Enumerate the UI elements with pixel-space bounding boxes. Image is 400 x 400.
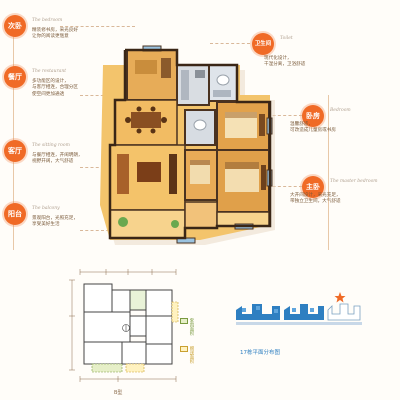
callout-master-badge: 主卧	[302, 176, 324, 198]
legend-swatch-green	[180, 318, 188, 324]
callout-bedroom2-leader	[60, 26, 135, 27]
callout-bedroom2-text: 精装修书房，采光良好 让你的阅读更惬意	[32, 28, 78, 40]
callout-restaurant-text: 多功能区的设计， 与客厅相连，合理分区 使空间更加通透	[32, 79, 78, 97]
plan-legend: 套内面积 赠送面积	[180, 318, 194, 374]
callout-toilet-badge: 卫生间	[252, 33, 274, 55]
legend-swatch-yellow	[180, 346, 188, 352]
callout-restaurant-badge: 餐厅	[4, 66, 26, 88]
callout-bedroom-leader	[262, 115, 302, 116]
callout-toilet-leader	[210, 43, 250, 44]
building-location-map	[236, 292, 362, 325]
callout-restaurant-en: The restaurant	[32, 69, 67, 74]
callout-bedroom-text: 温馨舒适， 可改造成儿童房或书房	[290, 122, 336, 134]
b-type-label: B型	[114, 390, 123, 396]
b-type-plan	[69, 269, 179, 382]
callout-living-badge: 客厅	[4, 140, 26, 162]
callout-master-leader	[262, 186, 302, 187]
callout-balcony-text: 景观阳台，光照充足， 享受美好生活	[32, 216, 78, 228]
callout-bedroom-badge: 卧房	[302, 105, 324, 127]
callout-living-en: The sitting room	[32, 143, 70, 148]
callout-balcony-en: The balcony	[32, 206, 60, 211]
callout-bedroom2-en: The bedroom	[32, 18, 63, 23]
legend-label-inside: 套内面积	[189, 318, 194, 336]
callout-toilet-en: Toilet	[280, 36, 293, 41]
callout-toilet-text: 现代化设计， 干湿分离，卫浴舒适	[264, 56, 306, 68]
location-caption: 17栋平面分布图	[240, 350, 280, 356]
right-callout-guide	[328, 95, 329, 250]
callout-bedroom2-badge: 次卧	[4, 15, 26, 37]
callout-bedroom-en: Bedroom	[330, 108, 351, 113]
legend-label-gift: 赠送面积	[189, 346, 194, 364]
callout-balcony-badge: 阳台	[4, 203, 26, 225]
callout-master-en: The master bedroom	[330, 179, 378, 184]
callout-balcony-leader	[80, 230, 125, 231]
floor-plan-render	[100, 45, 275, 245]
callout-master-text: 大开间设计，采光充足， 带独立卫生间，大气舒适	[290, 193, 341, 205]
left-callout-guide	[13, 18, 14, 250]
callout-living-text: 与餐厅相连，开阔明朗， 视野开阔，大气舒适	[32, 153, 83, 165]
